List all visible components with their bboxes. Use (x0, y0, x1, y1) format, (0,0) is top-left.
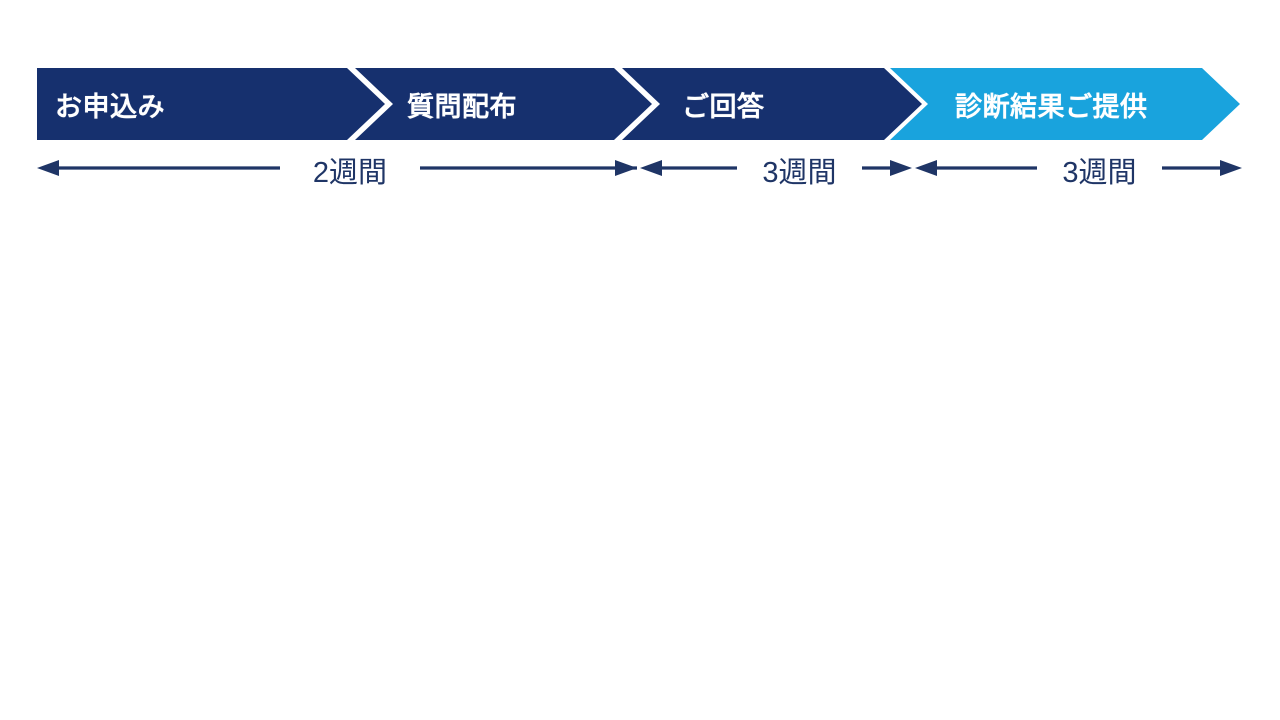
duration-measure-row: 2週間 3週間 3週間 (37, 148, 1242, 200)
process-step-label-1: お申込み (55, 91, 165, 122)
process-chevron-shapes (37, 68, 1240, 140)
arrowhead-left-3 (915, 160, 937, 176)
chevron-shape-step-1[interactable] (37, 68, 385, 140)
process-step-label-3: ご回答 (682, 91, 765, 122)
chevron-shape-step-4[interactable] (890, 68, 1240, 140)
duration-label-2: 3週間 (737, 148, 862, 192)
process-flow-bar: お申込み 質問配布 ご回答 診断結果ご提供 (37, 68, 1240, 140)
process-step-label-4: 診断結果ご提供 (955, 91, 1148, 122)
arrowhead-left-2 (640, 160, 662, 176)
chevron-shape-step-3[interactable] (622, 68, 922, 140)
arrowhead-right-1 (615, 160, 637, 176)
arrowhead-left-1 (37, 160, 59, 176)
duration-label-3: 3週間 (1037, 148, 1162, 192)
arrowhead-right-2 (890, 160, 912, 176)
duration-label-1: 2週間 (280, 148, 420, 192)
chevron-shape-step-2[interactable] (355, 68, 652, 140)
arrowhead-right-3 (1220, 160, 1242, 176)
process-step-label-2: 質問配布 (407, 91, 517, 122)
